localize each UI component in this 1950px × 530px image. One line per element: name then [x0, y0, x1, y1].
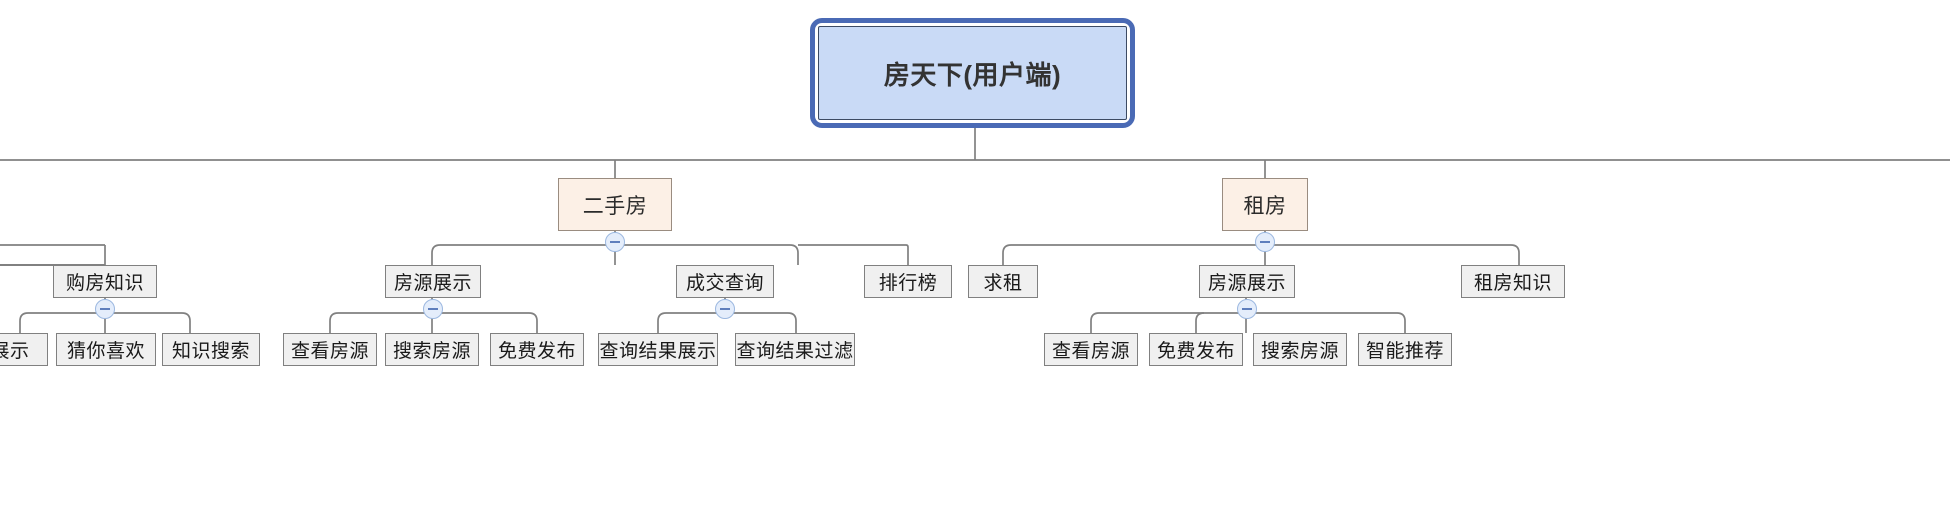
node-fangyuanzhanshi-ershoufang[interactable]: 房源展示 — [385, 265, 481, 298]
node-goufangzhishi[interactable]: 购房知识 — [53, 265, 157, 298]
node-zhishisousuo[interactable]: 知识搜索 — [162, 333, 260, 366]
collapse-toggle-zufang[interactable] — [1255, 232, 1275, 252]
node-zhanshi-clipped[interactable]: 展示 — [0, 333, 48, 366]
node-mianfeifabu-zufang[interactable]: 免费发布 — [1149, 333, 1243, 366]
node-zhinengtuijian[interactable]: 智能推荐 — [1358, 333, 1452, 366]
node-chakanfangyuan-ershoufang[interactable]: 查看房源 — [283, 333, 377, 366]
node-zufang[interactable]: 租房 — [1222, 178, 1308, 231]
node-root[interactable]: 房天下(用户端) — [818, 26, 1127, 120]
node-chaxunjieguozhanshi[interactable]: 查询结果展示 — [598, 333, 718, 366]
node-ershoufang[interactable]: 二手房 — [558, 178, 672, 231]
node-fangyuanzhanshi-zufang[interactable]: 房源展示 — [1199, 265, 1295, 298]
node-paihangbang[interactable]: 排行榜 — [864, 265, 952, 298]
node-cainixihuan[interactable]: 猜你喜欢 — [56, 333, 156, 366]
node-sousuofangyuan-zufang[interactable]: 搜索房源 — [1253, 333, 1347, 366]
node-sousuofangyuan-ershoufang[interactable]: 搜索房源 — [385, 333, 479, 366]
node-chengjiaochaxun[interactable]: 成交查询 — [676, 265, 774, 298]
collapse-toggle-fangyuanzhanshi-zufang[interactable] — [1237, 299, 1257, 319]
collapse-toggle-goufangzhishi[interactable] — [95, 299, 115, 319]
node-zufangzhishi[interactable]: 租房知识 — [1461, 265, 1565, 298]
node-chakanfangyuan-zufang[interactable]: 查看房源 — [1044, 333, 1138, 366]
node-mianfeifabu-ershoufang[interactable]: 免费发布 — [490, 333, 584, 366]
node-chaxunjieguoguolv[interactable]: 查询结果过滤 — [735, 333, 855, 366]
node-qiuzu[interactable]: 求租 — [968, 265, 1038, 298]
root-selection-outline — [810, 18, 1135, 128]
collapse-toggle-ershoufang[interactable] — [605, 232, 625, 252]
collapse-toggle-fangyuanzhanshi-ershoufang[interactable] — [423, 299, 443, 319]
collapse-toggle-chengjiaochaxun[interactable] — [715, 299, 735, 319]
